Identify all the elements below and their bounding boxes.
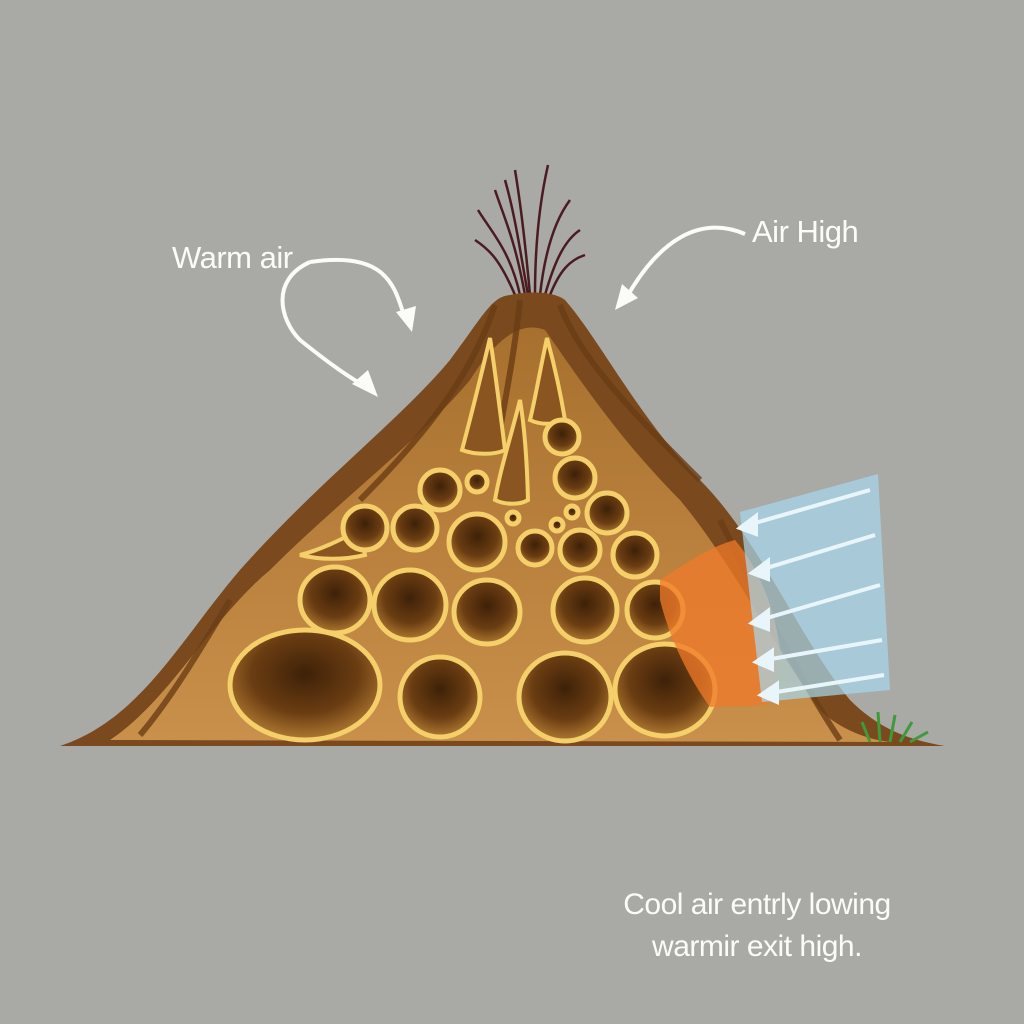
chamber: [446, 511, 508, 573]
chamber: [610, 530, 660, 580]
cool-air-arrows: [735, 488, 885, 706]
chamber: [451, 577, 523, 647]
chamber: [584, 490, 630, 536]
chamber: [397, 654, 483, 740]
chamber: [516, 650, 614, 744]
chamber: [227, 627, 383, 743]
chamber: [340, 503, 390, 553]
grass-patch: [860, 711, 929, 744]
chamber: [371, 567, 449, 643]
chambers: [227, 417, 718, 744]
chamber: [557, 527, 603, 573]
warm-air-arrows: [280, 257, 407, 390]
chamber: [417, 467, 463, 513]
chamber: [504, 509, 522, 527]
chamber: [390, 503, 440, 553]
chamber: [548, 516, 566, 534]
chamber: [515, 528, 555, 568]
air-high-label: Air High: [752, 214, 859, 249]
grass-tuft-top: [474, 164, 586, 296]
chamber: [550, 575, 620, 645]
arrow-head-icon: [396, 306, 416, 332]
caption-line-1: Cool air entrly lowing: [623, 888, 891, 921]
arrow-head-icon: [615, 284, 638, 310]
chamber: [464, 469, 490, 495]
arrow-head-icon: [352, 370, 378, 397]
chamber: [542, 417, 582, 457]
chamber: [297, 564, 373, 636]
caption-line-2: warmir exit high.: [652, 930, 862, 963]
chamber: [563, 503, 581, 521]
warm-air-label: Warm air: [172, 240, 293, 275]
chamber: [552, 455, 598, 501]
air-high-arrow: [626, 225, 746, 297]
arrowheads: [352, 284, 638, 397]
caption: Cool air entrly lowing warmir exit high.: [612, 884, 902, 968]
